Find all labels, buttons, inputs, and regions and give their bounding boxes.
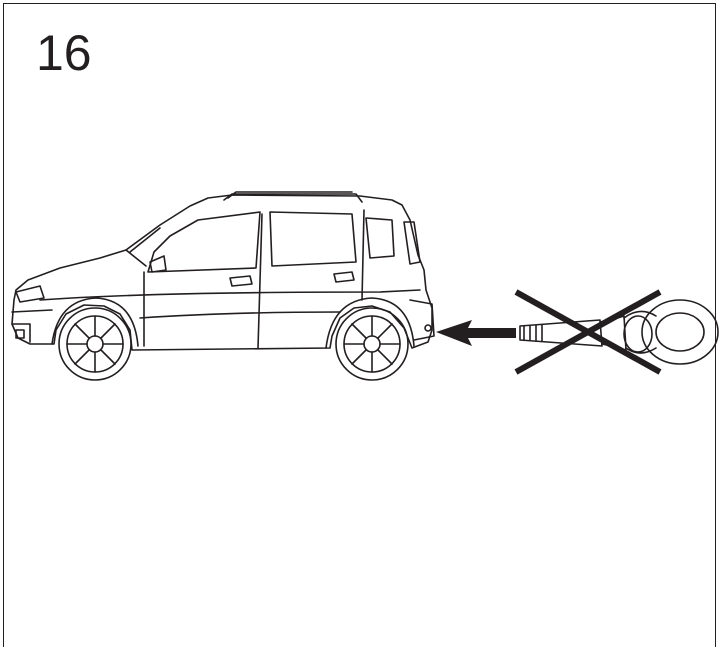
figure-number: 16 xyxy=(36,25,92,81)
arrow-left-icon xyxy=(436,320,516,346)
rear-wheel xyxy=(335,307,409,381)
car-body-outline xyxy=(11,194,433,351)
rear-door-handle xyxy=(333,271,355,283)
rear-quarter-window xyxy=(365,217,395,259)
front-window xyxy=(147,211,261,273)
tow-socket xyxy=(424,324,432,332)
cross-out-mark xyxy=(514,289,662,375)
door-lines xyxy=(143,209,365,349)
front-wheel xyxy=(58,307,132,381)
rear-light xyxy=(403,221,421,265)
roof-rail xyxy=(223,193,363,203)
side-mirror xyxy=(149,255,167,273)
front-bumper xyxy=(11,309,53,343)
rear-door-window xyxy=(269,211,357,267)
figure-frame xyxy=(3,3,716,647)
rear-bumper xyxy=(409,299,435,341)
front-door-handle xyxy=(229,275,253,287)
headlight xyxy=(15,285,45,303)
car-illustration xyxy=(11,191,435,351)
